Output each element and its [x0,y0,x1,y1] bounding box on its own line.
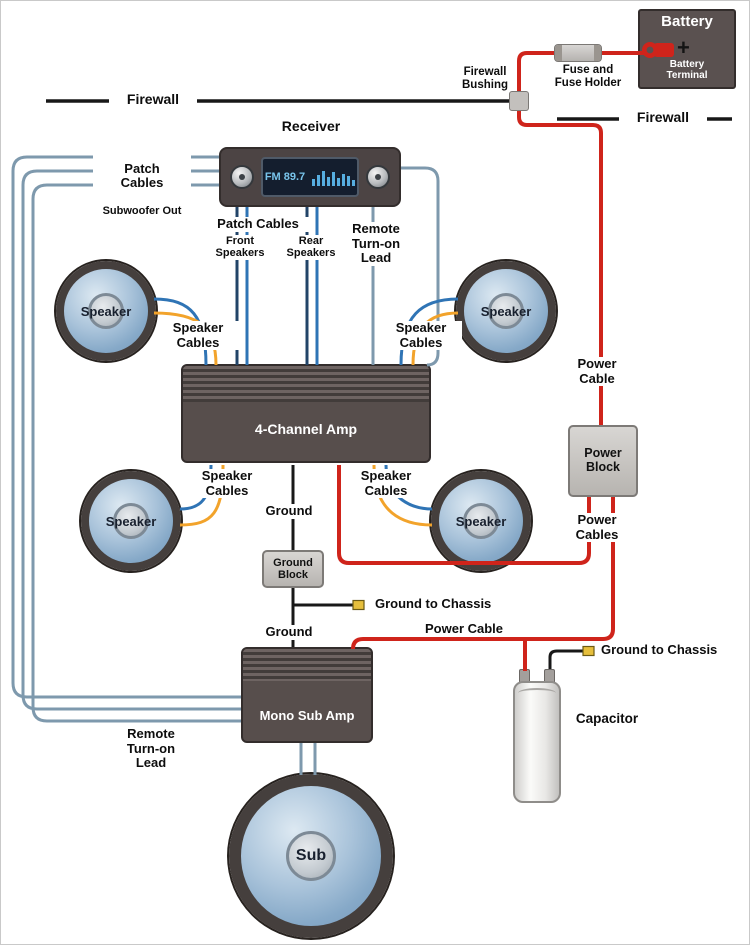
speaker-dustcap-icon [113,503,149,539]
capacitor-body [513,681,561,803]
receiver-label: Receiver [281,118,341,134]
battery-plus-sign: + [677,35,690,60]
ground-lower-label: Ground [257,624,321,640]
remote-lead-to-mono-amp-wire [31,183,241,723]
patch-cables-subwoofer-label: Patch Cables Subwoofer Out [93,147,191,233]
front-speakers-label: Front Speakers [207,235,273,260]
patch-cables-title: Patch Cables [120,160,164,191]
chassis-terminal-icon [582,645,595,657]
speaker-dustcap-icon [463,503,499,539]
spectrum-bars-icon [312,168,356,186]
subwoofer-out-subtitle: Subwoofer Out [102,205,182,218]
subwoofer-patch-wire-1 [11,155,241,699]
firewall-bushing-label: Firewall Bushing [462,66,508,91]
power-block: Power Block [568,425,638,497]
capacitor-ground-wire [548,649,583,669]
speaker-label: Speaker [105,513,157,529]
mono-sub-amp-label: Mono Sub Amp [259,708,355,723]
power-cable-to-mono-amp-wire [351,491,615,650]
speaker-dustcap-icon [88,293,124,329]
receiver-frequency: FM 89.7 [264,171,306,183]
speaker-wire-blue [399,297,459,366]
fuse-holder [554,44,602,62]
firewall-bushing [509,91,529,111]
mono-sub-amp: Mono Sub Amp [241,647,373,743]
ground-upper-label: Ground [257,503,321,519]
power-cables-label: Power Cables [557,512,637,543]
speaker-rear-right: Speaker [431,471,531,571]
chassis-terminal-icon [352,599,365,611]
speaker-rear-left: Speaker [81,471,181,571]
firewall-label-right: Firewall [619,109,707,126]
ground-to-chassis-mid-label: Ground to Chassis [375,596,492,611]
capacitor-label: Capacitor [575,711,639,726]
speaker-cables-label-rear-left: Speaker Cables [186,468,268,499]
power-cable-to-amp4-wire [337,465,591,565]
rear-speakers-label: Rear Speakers [278,235,344,260]
four-channel-amp: 4-Channel Amp [181,364,431,463]
sub-label: Sub [295,847,327,864]
receiver: FM 89.7 [219,147,401,207]
firewall-label-left: Firewall [109,91,197,108]
subwoofer-patch-wire-2 [21,169,241,711]
ground-block: Ground Block [262,550,324,588]
remote-turn-on-lead-bottom-label: Remote Turn-on Lead [112,726,190,771]
amp-heatsink-fins-icon [183,366,429,402]
fuse-holder-label: Fuse and Fuse Holder [554,64,622,89]
receiver-knob-left-icon [230,165,254,189]
speaker-dustcap-icon [286,831,336,881]
speaker-cables-label-front-right: Speaker Cables [380,320,462,351]
four-channel-amp-label: 4-Channel Amp [254,421,358,437]
speaker-cables-label-rear-right: Speaker Cables [345,468,427,499]
speaker-label: Speaker [480,303,532,319]
power-cable-right-label: Power Cable [557,356,637,387]
receiver-display: FM 89.7 [261,157,359,197]
ground-to-chassis-right-label: Ground to Chassis [601,642,718,657]
patch-cables-bottom-label: Patch Cables [204,216,312,232]
battery-terminal-label: Battery Terminal [666,59,708,82]
receiver-knob-right-icon [366,165,390,189]
battery-terminal-icon [654,43,674,57]
power-cable-main-wire [517,51,661,431]
amp-heatsink-fins-icon [243,649,371,681]
battery-label: Battery [661,13,713,30]
speaker-front-left: Speaker [56,261,156,361]
speaker-wire-blue [153,297,208,366]
speaker-front-right: Speaker [456,261,556,361]
speaker-dustcap-icon [488,293,524,329]
remote-lead-right-loop-wire [401,166,440,367]
speaker-label: Speaker [80,303,132,319]
remote-turn-on-lead-top-label: Remote Turn-on Lead [341,221,411,266]
speaker-cables-label-front-left: Speaker Cables [157,320,239,351]
power-cable-bottom-label: Power Cable [412,621,516,637]
speaker-label: Speaker [455,513,507,529]
battery-terminal-ring-hole [646,46,654,54]
